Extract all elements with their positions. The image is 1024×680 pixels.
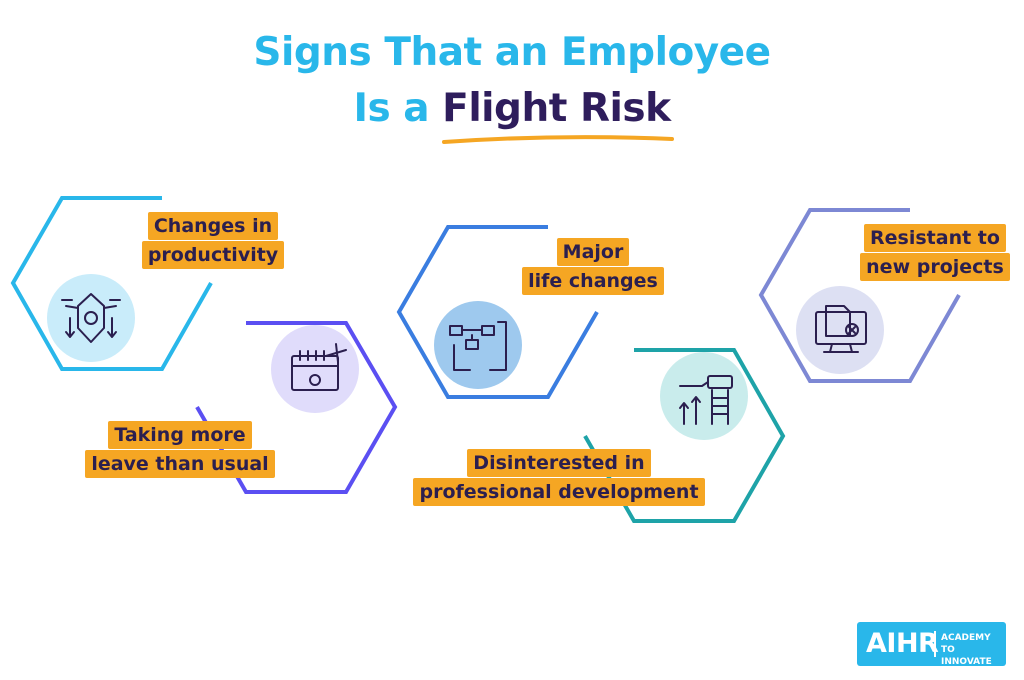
- title-underline: [442, 135, 674, 144]
- icon-circle-leave: [271, 325, 359, 413]
- sign-label-productivity: Changes in productivity: [130, 212, 296, 270]
- title-line-1: Signs That an Employee: [253, 30, 771, 75]
- sign-label-leave: Taking more leave than usual: [60, 421, 300, 479]
- drone-icon: [61, 293, 121, 343]
- hexagon-outline-life-changes: [396, 225, 599, 399]
- aihr-logo: AIHR ACADEMY TO INNOVATE HR: [857, 622, 1006, 679]
- sign-label-life-changes: Major life changes: [500, 238, 686, 296]
- sign-label-development: Disinterested in professional developmen…: [396, 449, 722, 507]
- icon-circle-new-projects: [796, 286, 884, 374]
- hexagon-outline-productivity: [10, 196, 213, 371]
- title-highlight: Flight Risk: [442, 86, 671, 131]
- logo-sub-text: ACADEMY TO INNOVATE HR: [941, 633, 992, 679]
- hexagon-outline-new-projects: [758, 208, 961, 383]
- logo-main-text: AIHR: [866, 628, 939, 659]
- hexagon-outline-development: [583, 348, 786, 523]
- rejected-documents-icon: [815, 305, 867, 353]
- icon-circle-productivity: [47, 274, 135, 362]
- calendar-flight-icon: [291, 343, 347, 391]
- icon-circle-development: [660, 352, 748, 440]
- growth-ladder-icon: [679, 375, 733, 425]
- flowchart-hands-icon: [449, 321, 507, 371]
- logo-divider: [934, 631, 936, 657]
- sign-label-new-projects: Resistant to new projects: [845, 224, 1024, 282]
- title-prefix: Is a: [353, 86, 430, 131]
- title-line-2: Is a Flight Risk: [0, 86, 1024, 131]
